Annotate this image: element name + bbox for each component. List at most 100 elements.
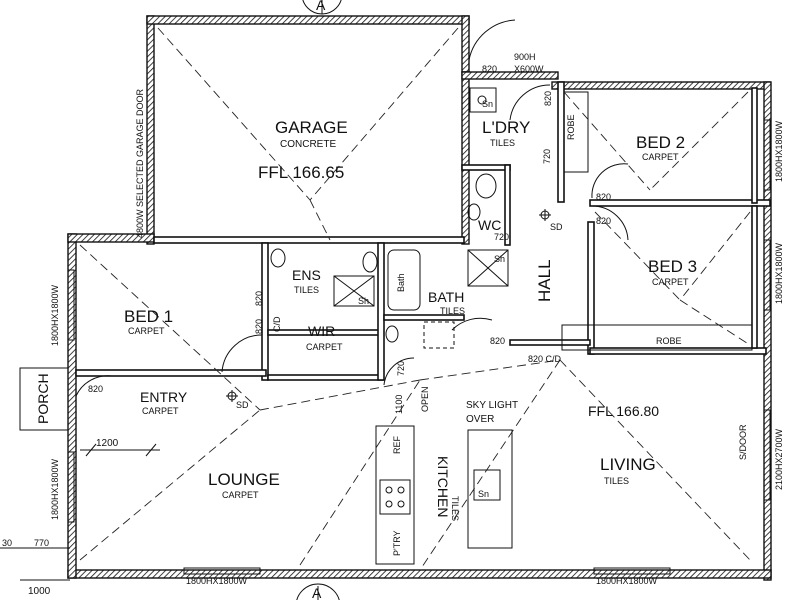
section-marker-bottom-label: A (312, 585, 322, 600)
doors (75, 19, 629, 397)
bed3-name: BED 3 (648, 257, 697, 276)
basin-icon (385, 325, 399, 343)
lounge-name: LOUNGE (208, 470, 280, 489)
kitchen-name: KITCHEN (435, 456, 451, 517)
living-finish: TILES (604, 476, 629, 486)
skylight-label-1: SKY LIGHT (466, 400, 518, 411)
laundry-tub-icon (469, 87, 497, 113)
cooktop-icon (379, 479, 411, 515)
window-900h-dimension: 900H (514, 52, 536, 62)
garage-door-dimension: 4800W SELECTED GARAGE DOOR (135, 88, 145, 238)
bath-shower-icon (467, 249, 509, 287)
laundry-finish: TILES (490, 138, 515, 148)
door-820-hall-b: 820 (596, 216, 611, 226)
sd-hall-label: SD (550, 222, 563, 232)
bath-name: BATH (428, 289, 464, 305)
garage-name: GARAGE (275, 118, 348, 137)
window-bottom-left-dimension: 1800HX1800W (186, 576, 248, 586)
skylight-icon (423, 321, 455, 349)
laundry-name: L'DRY (482, 118, 530, 137)
window-bed3-dimension: 1800HX1800W (774, 242, 784, 304)
window-bed3 (763, 239, 771, 311)
door-820-ensuite: 820 (254, 291, 264, 306)
entry-name: ENTRY (140, 389, 188, 405)
bed2-finish: CARPET (642, 152, 679, 162)
garage-ffl: FFL 166.65 (258, 163, 344, 182)
dim-770: 770 (34, 538, 49, 548)
bed1-name: BED 1 (124, 307, 173, 326)
door-820-bath: 820 (490, 336, 505, 346)
living-ffl: FFL 166.80 (588, 403, 659, 419)
entry-finish: CARPET (142, 406, 179, 416)
dim-1200: 1200 (96, 438, 119, 449)
lounge-finish: CARPET (222, 490, 259, 500)
fixture-labels: ROBE ROBE REF P'TRY Bath Sh Sh Sn Sn SD … (236, 99, 748, 556)
sliding-door-label: S/DOOR (738, 424, 748, 460)
window-bottom-right (593, 567, 671, 575)
window-lounge (67, 451, 75, 523)
hall-name: HALL (535, 259, 554, 302)
robe-bed3-label: ROBE (656, 336, 682, 346)
dim-1000: 1000 (28, 586, 51, 597)
section-marker-top-label: A (316, 0, 326, 13)
door-820-cd: 820 C/D (528, 354, 562, 364)
kitchen-bench-left (375, 425, 415, 565)
window-living-dimension: 2100HX2700W (774, 428, 784, 490)
ensuite-name: ENS (292, 267, 321, 283)
window-bed2 (763, 119, 771, 191)
window-600w-dimension: X600W (514, 64, 544, 74)
window-bed1-dimension: 1800HX1800W (50, 284, 60, 346)
exterior-walls (67, 15, 772, 581)
garage-finish: CONCRETE (280, 139, 336, 150)
window-bottom-left (183, 567, 261, 575)
bathtub-icon (387, 249, 421, 311)
bath-finish: TILES (440, 306, 465, 316)
robe-bed2-label: ROBE (566, 114, 576, 140)
bed1-finish: CARPET (128, 326, 165, 336)
bed3-finish: CARPET (652, 277, 689, 287)
wc-name: WC (478, 217, 501, 233)
kitchen-sink-icon (473, 469, 501, 501)
kitchen-island (467, 429, 513, 549)
door-820-bed2: 820 (543, 91, 553, 106)
interior-walls (75, 81, 771, 381)
pantry-label: P'TRY (392, 530, 402, 556)
ref-label: REF (392, 435, 402, 454)
toilet-icon (475, 173, 497, 199)
laundry-sink-label: Sn (482, 99, 493, 109)
skylight-label-2: OVER (466, 414, 494, 425)
door-720-bath: 720 (396, 361, 406, 376)
door-720-wc: 720 (494, 232, 509, 242)
door-820-entry: 820 (88, 384, 103, 394)
kitchen-sink-label: Sn (478, 489, 489, 499)
window-lounge-dimension: 1800HX1800W (50, 458, 60, 520)
living-name: LIVING (600, 455, 656, 474)
kitchen-finish: TILES (450, 496, 460, 521)
wir-name: WIR (308, 323, 335, 339)
porch-outline (19, 367, 69, 431)
porch-name: PORCH (35, 373, 51, 424)
fixtures (0, 87, 771, 581)
window-bottom-right-dimension: 1800HX1800W (596, 576, 658, 586)
section-marker-bottom: A (296, 583, 340, 600)
window-living (763, 409, 771, 501)
wir-finish: CARPET (306, 342, 343, 352)
sd-entry-label: SD (236, 400, 249, 410)
ensuite-shower-icon (333, 275, 375, 307)
window-bed1 (67, 269, 75, 341)
roof-lines (79, 27, 751, 571)
door-820-hall-a: 820 (596, 192, 611, 202)
dimension-labels: 4800W SELECTED GARAGE DOOR 900H X600W 82… (2, 52, 784, 597)
section-marker-top: A (302, 0, 342, 15)
open-label: OPEN (420, 386, 430, 412)
bed2-name: BED 2 (636, 133, 685, 152)
cd-label: C/D (272, 316, 282, 332)
ensuite-shower-label: Sh (358, 296, 369, 306)
ensuite-toilet-icon (270, 248, 286, 268)
window-bed2-dimension: 1800HX1800W (774, 120, 784, 182)
door-820-wir: 820 (254, 319, 264, 334)
bath-shower-label: Sh (494, 254, 505, 264)
dim-1100: 1100 (394, 395, 404, 414)
room-labels: GARAGE CONCRETE FFL 166.65 L'DRY TILES B… (35, 118, 697, 521)
